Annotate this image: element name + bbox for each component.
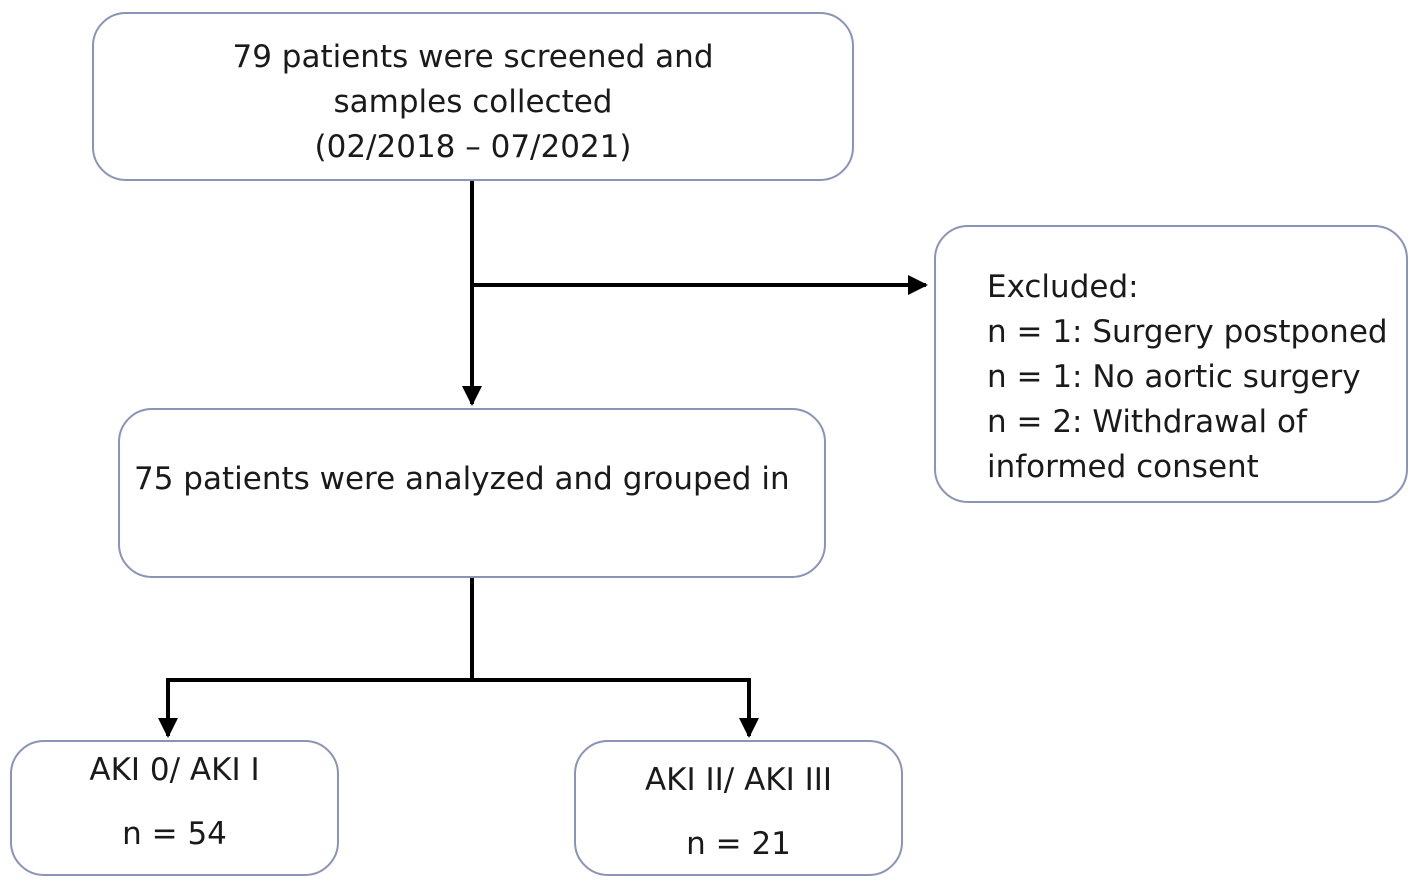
excluded-box: Excluded: n = 1: Surgery postponed n = 1…	[934, 225, 1408, 503]
excluded-item: n = 1: No aortic surgery	[987, 359, 1361, 395]
group-box-aki-high: AKI II/ AKI III n = 21	[574, 740, 903, 876]
group-count: n = 54	[122, 816, 227, 852]
excluded-item: n = 2: Withdrawal of	[987, 404, 1307, 440]
group-label: AKI 0/ AKI I	[89, 752, 260, 788]
excluded-item: n = 1: Surgery postponed	[987, 314, 1388, 350]
excluded-title: Excluded:	[987, 269, 1139, 305]
analyzed-text: 75 patients were analyzed and grouped in	[134, 461, 790, 497]
group-label: AKI II/ AKI III	[644, 762, 833, 798]
screening-line-1: 79 patients were screened and	[232, 39, 714, 75]
screening-box: 79 patients were screened and samples co…	[92, 12, 854, 181]
screening-line-3: (02/2018 – 07/2021)	[314, 129, 632, 165]
analyzed-box: 75 patients were analyzed and grouped in	[118, 408, 826, 578]
group-count: n = 21	[686, 826, 791, 862]
group-box-aki-low: AKI 0/ AKI I n = 54	[10, 740, 339, 876]
screening-line-2: samples collected	[333, 84, 613, 120]
excluded-item: informed consent	[987, 449, 1259, 485]
